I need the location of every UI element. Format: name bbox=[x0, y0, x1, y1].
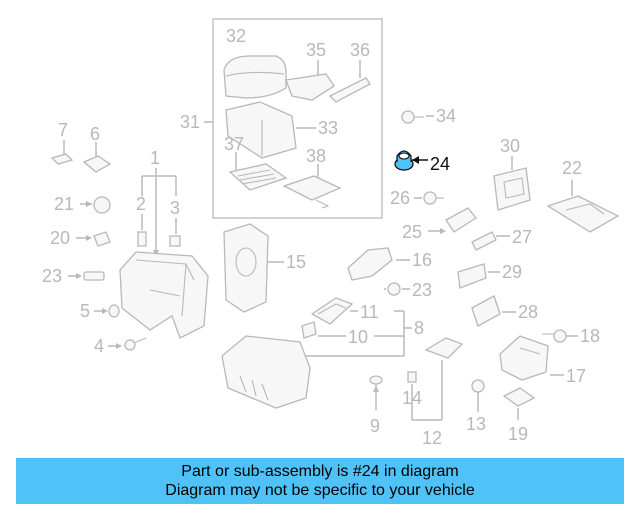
label-17: 17 bbox=[566, 366, 586, 386]
part-38-plate[interactable] bbox=[282, 164, 342, 209]
part-29-cover[interactable] bbox=[457, 263, 500, 289]
label-16: 16 bbox=[412, 250, 432, 270]
label-35: 35 bbox=[306, 40, 326, 60]
label-23-left: 23 bbox=[42, 266, 62, 286]
label-14: 14 bbox=[402, 388, 422, 408]
part-36-hinge[interactable] bbox=[328, 60, 371, 103]
part-6-pad[interactable] bbox=[82, 142, 112, 173]
part-25-switch[interactable] bbox=[428, 207, 477, 234]
part-8-leader bbox=[296, 310, 412, 357]
inset-box bbox=[212, 18, 383, 219]
part-22-tray[interactable] bbox=[546, 180, 620, 233]
part-21-clip[interactable] bbox=[80, 196, 111, 214]
part-13-screw[interactable] bbox=[471, 379, 485, 412]
label-34: 34 bbox=[436, 106, 456, 126]
label-8: 8 bbox=[414, 318, 424, 338]
part-4-screw[interactable] bbox=[108, 337, 147, 351]
part-24-highlighted[interactable] bbox=[394, 150, 428, 171]
label-38: 38 bbox=[306, 146, 326, 166]
label-28: 28 bbox=[518, 302, 538, 322]
label-36: 36 bbox=[350, 40, 370, 60]
label-1: 1 bbox=[150, 148, 160, 168]
label-4: 4 bbox=[94, 336, 104, 356]
part-19-mat[interactable] bbox=[502, 387, 536, 420]
part-27-clip[interactable] bbox=[471, 231, 510, 251]
label-2: 2 bbox=[136, 194, 146, 214]
parts-diagram: 32 35 36 31 33 37 38 34 24 30 22 26 25 2… bbox=[42, 18, 620, 448]
label-32: 32 bbox=[226, 26, 246, 46]
banner-line-2: Diagram may not be specific to your vehi… bbox=[165, 482, 475, 499]
label-30: 30 bbox=[500, 136, 520, 156]
part-5-nut[interactable] bbox=[94, 304, 120, 318]
part-17-cupholder[interactable] bbox=[499, 335, 564, 381]
label-5: 5 bbox=[80, 301, 90, 321]
part-7-pad[interactable] bbox=[50, 140, 74, 165]
part-23-bolt-right[interactable] bbox=[384, 282, 410, 296]
label-31: 31 bbox=[180, 112, 200, 132]
label-21: 21 bbox=[54, 194, 74, 214]
part-14-clip[interactable] bbox=[407, 371, 417, 420]
label-26: 26 bbox=[390, 188, 410, 208]
part-2-screw[interactable] bbox=[137, 214, 147, 247]
label-24: 24 bbox=[430, 154, 450, 174]
part-23-bolt[interactable] bbox=[68, 271, 105, 281]
part-18-screw[interactable] bbox=[542, 329, 578, 343]
label-15: 15 bbox=[286, 252, 306, 272]
part-30-panel[interactable] bbox=[493, 156, 531, 211]
part-15-trim[interactable] bbox=[223, 223, 284, 313]
label-18: 18 bbox=[580, 326, 600, 346]
part-11-mat[interactable] bbox=[310, 297, 358, 325]
label-3: 3 bbox=[170, 198, 180, 218]
part-10-pad[interactable] bbox=[301, 321, 346, 339]
label-9: 9 bbox=[370, 416, 380, 436]
label-33: 33 bbox=[318, 118, 338, 138]
label-20: 20 bbox=[50, 228, 70, 248]
part-33-bin[interactable] bbox=[225, 101, 316, 159]
banner-line-1: Part or sub-assembly is #24 in diagram bbox=[181, 463, 459, 480]
part-28-cover[interactable] bbox=[471, 295, 516, 327]
part-8-console-body[interactable] bbox=[221, 335, 311, 409]
label-27: 27 bbox=[512, 227, 532, 247]
part-12-bracket[interactable] bbox=[424, 337, 464, 420]
label-11: 11 bbox=[360, 302, 379, 322]
part-9-screw[interactable] bbox=[369, 375, 383, 410]
part-26-screw[interactable] bbox=[414, 191, 444, 205]
part-32-lid[interactable] bbox=[223, 55, 287, 99]
label-13: 13 bbox=[466, 414, 486, 434]
part-34-screw[interactable] bbox=[401, 110, 434, 124]
part-3-clip[interactable] bbox=[169, 218, 181, 247]
label-23-right: 23 bbox=[412, 280, 432, 300]
label-25: 25 bbox=[402, 222, 422, 242]
label-19: 19 bbox=[508, 424, 528, 444]
label-6: 6 bbox=[90, 124, 100, 144]
part-1-console-base[interactable] bbox=[119, 251, 209, 339]
part-20-clip[interactable] bbox=[76, 231, 111, 247]
part-37-tray[interactable] bbox=[228, 152, 288, 191]
part-16-handle[interactable] bbox=[347, 247, 410, 281]
info-banner: Part or sub-assembly is #24 in diagram D… bbox=[16, 458, 624, 504]
label-12: 12 bbox=[422, 428, 442, 448]
label-29: 29 bbox=[502, 262, 522, 282]
label-10: 10 bbox=[348, 327, 368, 347]
part-35-bracket[interactable] bbox=[285, 60, 335, 101]
label-22: 22 bbox=[562, 158, 582, 178]
label-37: 37 bbox=[224, 134, 244, 154]
label-7: 7 bbox=[58, 120, 68, 140]
